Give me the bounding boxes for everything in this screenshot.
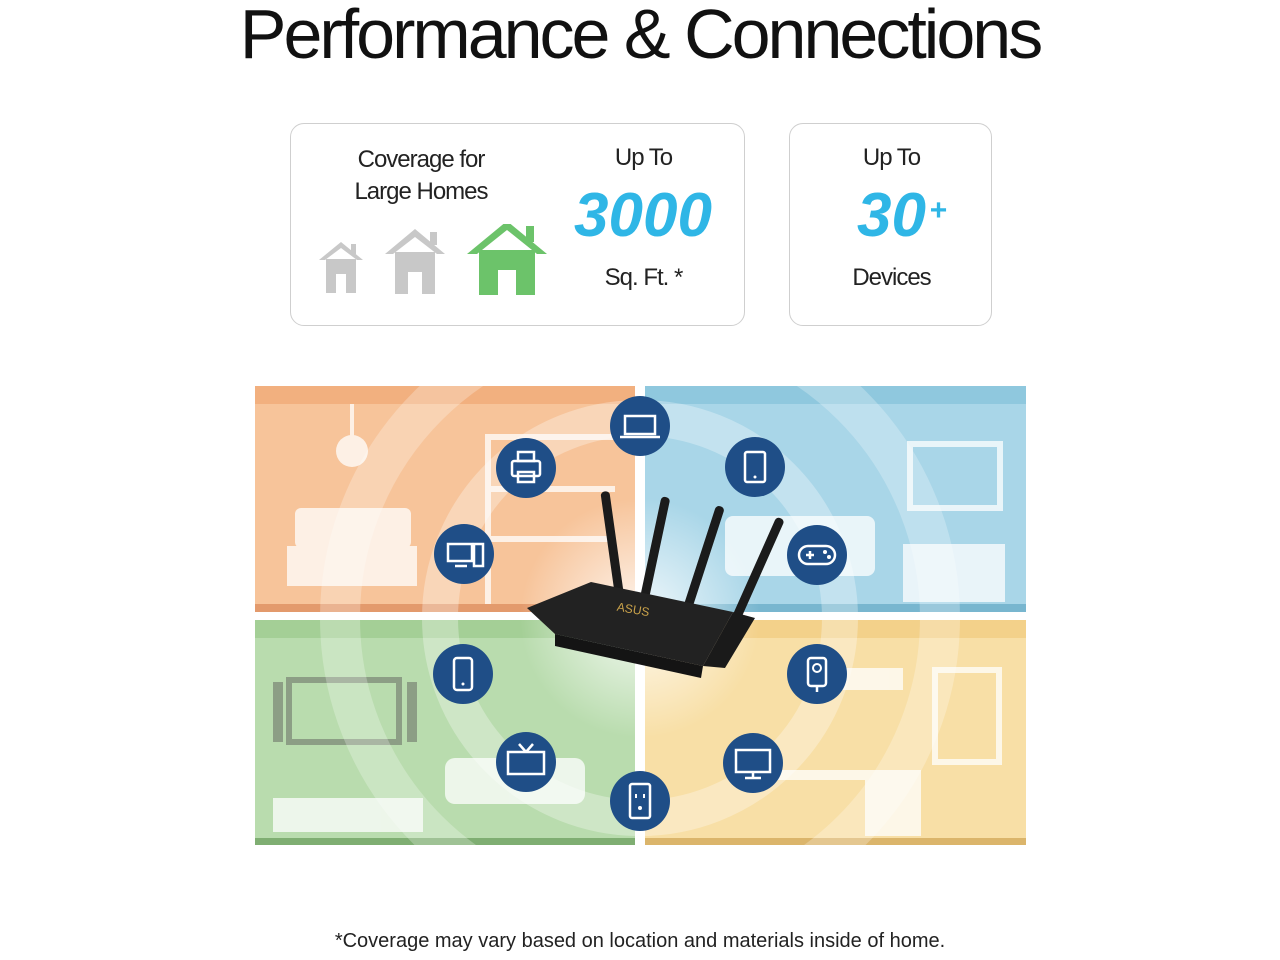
devices-unit: Devices <box>852 264 931 291</box>
coverage-footnote: *Coverage may vary based on location and… <box>334 930 946 952</box>
camera-icon <box>787 644 847 704</box>
page-title: Performance & Connections <box>239 0 1043 73</box>
home-coverage-illustration: ASUS <box>255 386 1026 845</box>
coverage-prefix: Up To <box>614 144 673 171</box>
smart-plug-icon <box>610 771 670 831</box>
house-icon-large <box>467 224 547 295</box>
house-icons <box>319 224 547 295</box>
house-icon-medium <box>385 229 445 294</box>
devices-value: 30 <box>857 181 926 250</box>
coverage-unit: Sq. Ft. * <box>604 264 684 291</box>
house-icon-small <box>319 242 363 293</box>
router: ASUS <box>527 491 784 678</box>
coverage-card: Coverage for Large Homes Up To 3000 Sq. … <box>290 123 745 326</box>
gamepad-icon <box>787 525 847 585</box>
tv-icon <box>496 732 556 792</box>
laptop-icon <box>610 396 670 456</box>
tablet-icon <box>725 437 785 497</box>
printer-icon <box>496 438 556 498</box>
devices-prefix: Up To <box>862 144 921 171</box>
coverage-label: Coverage for Large Homes <box>311 144 531 208</box>
desktop-icon <box>434 524 494 584</box>
phone-icon <box>433 644 493 704</box>
coverage-label-line1: Coverage for <box>357 146 486 173</box>
devices-card: Up To 30 + Devices <box>789 123 992 326</box>
router-brand: ASUS <box>616 600 651 619</box>
monitor-icon <box>723 733 783 793</box>
coverage-label-line2: Large Homes <box>354 178 488 205</box>
devices-suffix: + <box>929 194 948 227</box>
signal-ring-outer <box>320 386 960 845</box>
coverage-value: 3000 <box>574 181 712 250</box>
